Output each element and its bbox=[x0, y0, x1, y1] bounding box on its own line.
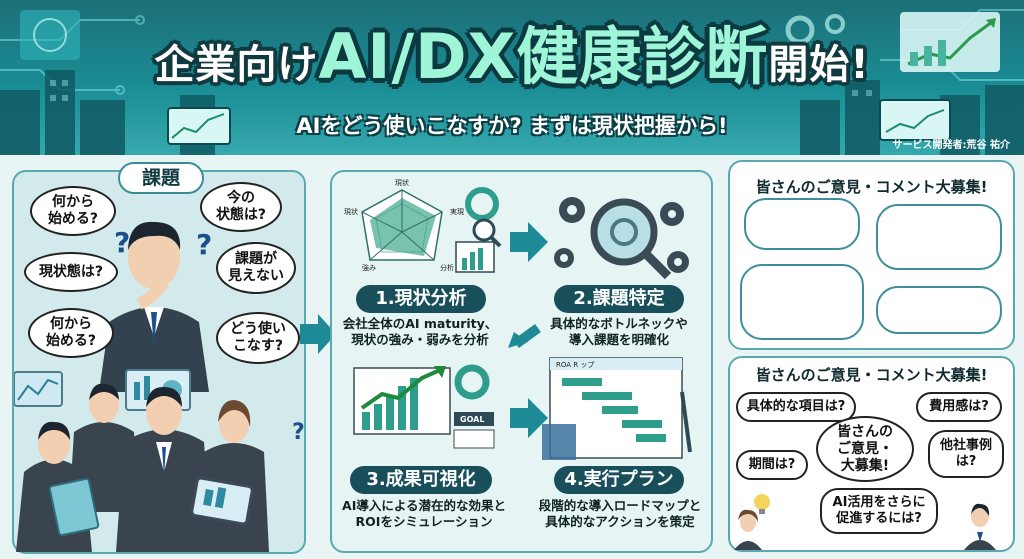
arrow-right-icon bbox=[510, 398, 548, 438]
speech-bubble-4: 現状態は? bbox=[24, 252, 118, 292]
step-3-description: AI導入による潜在的な効果と ROIをシミュレーション bbox=[342, 498, 506, 529]
title: 企業向けAI/DX健康診断開始! bbox=[0, 22, 1024, 100]
goal-label: GOAL bbox=[460, 415, 484, 424]
title-suffix: 開始! bbox=[768, 42, 870, 88]
question-bubble-cost: 費用感は? bbox=[916, 392, 1002, 422]
step-2-description: 具体的なボトルネックや 導入課題を明確化 bbox=[550, 316, 688, 347]
speech-bubble-6: どう使い こなす? bbox=[216, 312, 300, 364]
steps-illustration: 現状 実現 分析 強み 現状 GOAL ROA R ップ bbox=[344, 178, 692, 460]
radar-label: 強み bbox=[362, 264, 376, 272]
issues-label: 課題 bbox=[118, 162, 204, 194]
question-mark-icon: ? bbox=[114, 226, 131, 259]
radar-label: 現状 bbox=[344, 207, 358, 216]
center-call-to-action: 皆さんの ご意見・ 大募集! bbox=[816, 416, 914, 482]
author-credit: サービス開発者:荒谷 祐介 bbox=[892, 140, 1010, 151]
step-1-label: 1.現状分析 bbox=[356, 285, 486, 313]
subtitle: AIをどう使いこなすか? まずは現状把握から! bbox=[296, 114, 728, 138]
step-4-label: 4.実行プラン bbox=[554, 466, 684, 494]
speech-bubble-1: 何から 始める? bbox=[30, 186, 116, 236]
comments-title: 皆さんのご意見・コメント大募集! bbox=[755, 178, 988, 196]
step-1-description: 会社全体のAI maturity、 現状の強み・弱みを分析 bbox=[342, 316, 498, 347]
radar-label: 現状 bbox=[395, 178, 409, 187]
empty-comment-bubble[interactable] bbox=[876, 286, 1002, 334]
radar-label: 分析 bbox=[440, 263, 454, 272]
speech-bubble-5: 何から 始める? bbox=[28, 308, 114, 358]
empty-comment-bubble[interactable] bbox=[744, 198, 860, 250]
issues-illustration bbox=[14, 221, 269, 552]
question-bubble-period: 期間は? bbox=[736, 450, 808, 480]
radar-chart-icon bbox=[361, 189, 443, 261]
roadmap-label: ROA R ップ bbox=[556, 361, 594, 369]
step-2-label: 2.課題特定 bbox=[554, 285, 684, 313]
lightbulb-icon bbox=[754, 494, 770, 510]
title-main: AI/DX健康診断 bbox=[318, 20, 769, 93]
arrow-right-icon bbox=[510, 222, 548, 262]
comments-title: 皆さんのご意見・コメント大募集! bbox=[755, 366, 988, 384]
header-background-illustration bbox=[0, 9, 1024, 155]
question-bubble-promote: AI活用をさらに 促進するには? bbox=[820, 488, 938, 534]
empty-comment-bubble[interactable] bbox=[740, 264, 864, 340]
header-banner: 企業向けAI/DX健康診断開始! AIをどう使いこなすか? まずは現状把握から!… bbox=[0, 0, 1024, 155]
speech-bubble-3: 課題が 見えない bbox=[216, 242, 296, 294]
people-illustration bbox=[734, 494, 996, 550]
gear-icon bbox=[554, 197, 689, 273]
step-4-description: 段階的な導入ロードマップと 具体的なアクションを策定 bbox=[538, 498, 702, 529]
speech-bubble-2: 今の 状態は? bbox=[200, 182, 282, 232]
question-mark-icon: ? bbox=[292, 420, 305, 445]
radar-label: 実現 bbox=[450, 207, 464, 216]
step-3-label: 3.成果可視化 bbox=[350, 466, 492, 494]
arrow-right-icon bbox=[300, 314, 336, 354]
empty-comment-bubble[interactable] bbox=[876, 204, 1002, 270]
title-prefix: 企業向け bbox=[154, 42, 319, 88]
question-mark-icon: ? bbox=[196, 228, 213, 261]
question-bubble-cases: 他社事例 は? bbox=[928, 430, 1004, 478]
question-bubble-items: 具体的な項目は? bbox=[736, 392, 856, 422]
